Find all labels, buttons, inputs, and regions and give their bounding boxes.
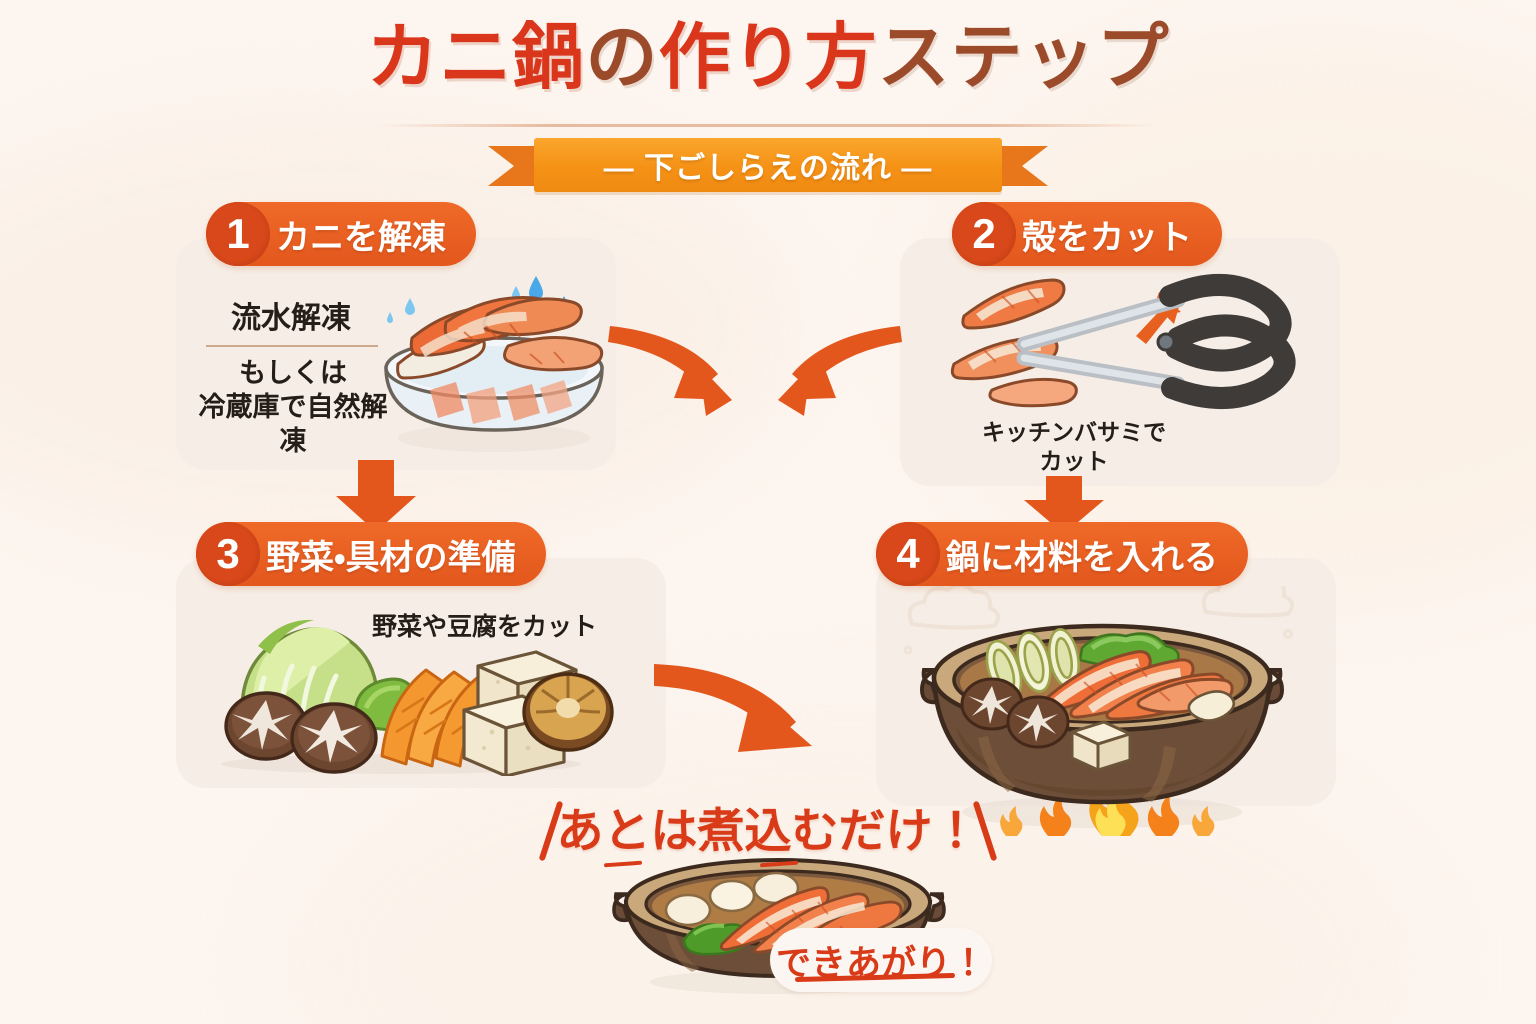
footer-shout-text: あとは煮込むだけ！ (556, 804, 980, 857)
arrow-step1-to-center-icon (608, 326, 732, 416)
pot-tofu (1070, 720, 1132, 772)
step-label-3: 野菜・具材の準備 (266, 538, 516, 577)
pot-contents (960, 628, 1236, 772)
arrow-step2-to-center-icon (778, 326, 902, 416)
step-header-4[interactable]: 4 鍋に材料を入れる (876, 522, 1248, 586)
subtitle-ribbon: — 下ごしらえの流れ — (488, 138, 1048, 192)
title-segment-3: 作り方 (658, 18, 878, 98)
step-1-body-secondary: もしくは 冷蔵庫で自然解凍 (198, 358, 388, 457)
step-number-2: 2 (952, 202, 1016, 266)
step-number-1: 1 (206, 202, 270, 266)
step-number-4: 4 (876, 522, 940, 586)
illustration-hotpot (896, 570, 1308, 838)
fishcake-icon (522, 672, 614, 752)
step-header-3[interactable]: 3 野菜・具材の準備 (196, 522, 546, 586)
pot-shiitake-2 (1006, 695, 1070, 749)
page-title: カニ鍋の作り方ステップ (0, 22, 1536, 94)
step-1-divider (206, 345, 378, 347)
shiitake-icon-2 (290, 702, 378, 774)
step-label-4: 鍋に材料を入れる (946, 538, 1218, 577)
illustration-scissors-cut (940, 258, 1310, 428)
step-header-1[interactable]: 1 カニを解凍 (206, 202, 476, 266)
ribbon-label: — 下ごしらえの流れ — (603, 152, 933, 185)
ribbon-body: — 下ごしらえの流れ — (534, 138, 1002, 192)
title-divider (378, 124, 1158, 127)
illustration-vegetables (196, 598, 616, 778)
title-segment-1: カニ鍋 (366, 18, 586, 98)
title-segment-2: の (585, 18, 659, 98)
step-label-1: カニを解凍 (276, 218, 446, 257)
step-number-3: 3 (196, 522, 260, 586)
illustration-crab-bowl (368, 262, 620, 462)
shiitake-icon-1 (224, 691, 308, 761)
step-2-body: キッチンバサミで カット (982, 419, 1166, 474)
flame-icon (1000, 774, 1215, 836)
step-1-body-primary: 流水解凍 (231, 302, 351, 335)
step-header-2[interactable]: 2 殻をカット (952, 202, 1222, 266)
title-segment-4: ステップ (877, 18, 1170, 98)
step-3-body: 野菜や豆腐をカット (372, 613, 598, 641)
step-label-2: 殻をカット (1022, 218, 1192, 257)
done-badge: できあがり！ (770, 928, 992, 992)
arrow-step3-to-step4-icon (654, 664, 812, 752)
